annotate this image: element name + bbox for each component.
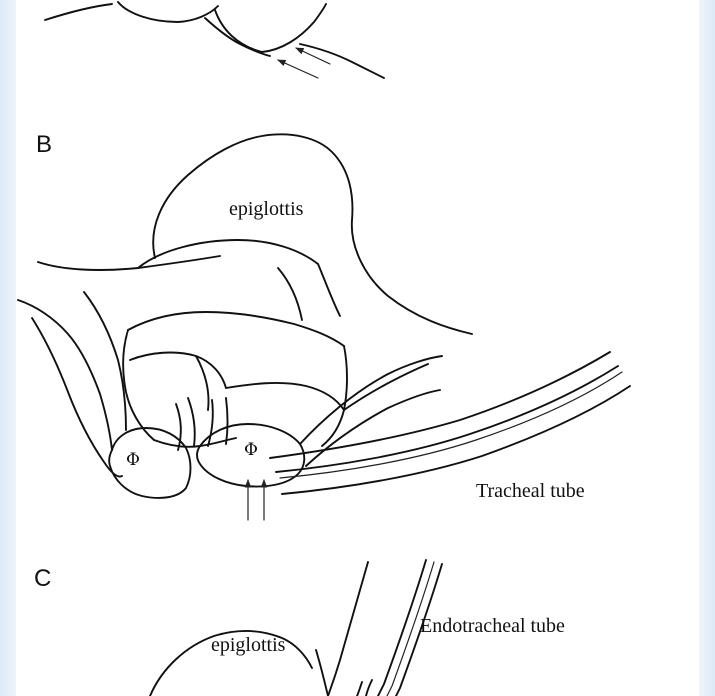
endotracheal-tube-label: Endotracheal tube bbox=[420, 615, 565, 637]
phi-label-left: Φ bbox=[126, 450, 140, 470]
panel-b-drawing bbox=[18, 134, 630, 520]
panel-letter-c: C bbox=[34, 565, 51, 592]
phi-label-right: Φ bbox=[244, 440, 258, 460]
epiglottis-label-c: epiglottis bbox=[211, 634, 286, 656]
panel-letter-b: B bbox=[36, 131, 52, 158]
panel-a-fragment bbox=[45, 2, 384, 78]
panel-c-drawing bbox=[150, 560, 442, 696]
epiglottis-label-b: epiglottis bbox=[229, 198, 304, 220]
tracheal-tube-label: Tracheal tube bbox=[476, 480, 585, 502]
arrow-icon bbox=[278, 60, 318, 78]
